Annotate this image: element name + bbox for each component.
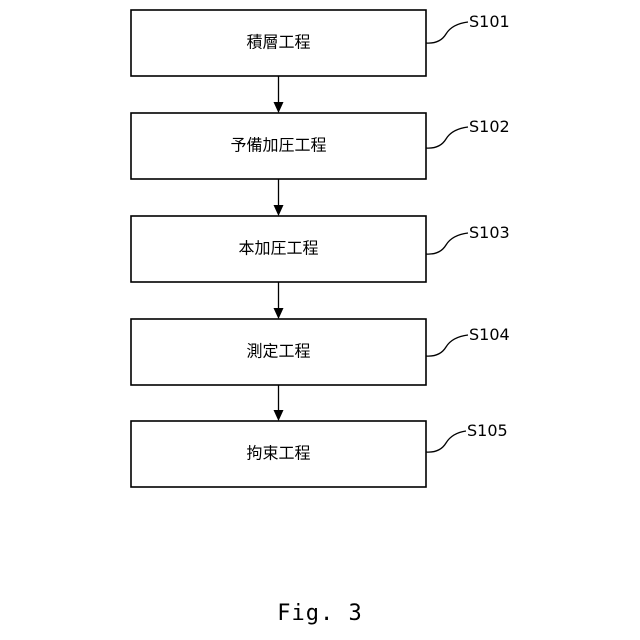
step-code: S105 [467,421,508,440]
step-label: 拘束工程 [246,444,310,463]
step-leader-line [426,127,468,148]
step-code: S104 [469,325,510,344]
flow-arrow [274,385,284,421]
step-label: 積層工程 [246,33,310,52]
step-code: S101 [469,12,510,31]
step-code: S103 [469,223,510,242]
step-label: 測定工程 [246,342,310,361]
step-leader-line [426,233,468,254]
step-s101: 積層工程 S101 [131,10,510,76]
step-label: 本加圧工程 [238,239,318,258]
figure-caption: Fig. 3 [0,601,640,626]
flow-arrow [274,179,284,216]
step-s102: 予備加圧工程 S102 [131,113,510,179]
step-s103: 本加圧工程 S103 [131,216,510,282]
step-leader-line [426,431,466,452]
step-s105: 拘束工程 S105 [131,421,508,487]
flow-arrow [274,282,284,319]
step-label: 予備加圧工程 [230,136,326,155]
step-code: S102 [469,117,510,136]
step-leader-line [426,22,468,43]
step-s104: 測定工程 S104 [131,319,510,385]
step-leader-line [426,335,468,356]
flow-arrow [274,76,284,113]
